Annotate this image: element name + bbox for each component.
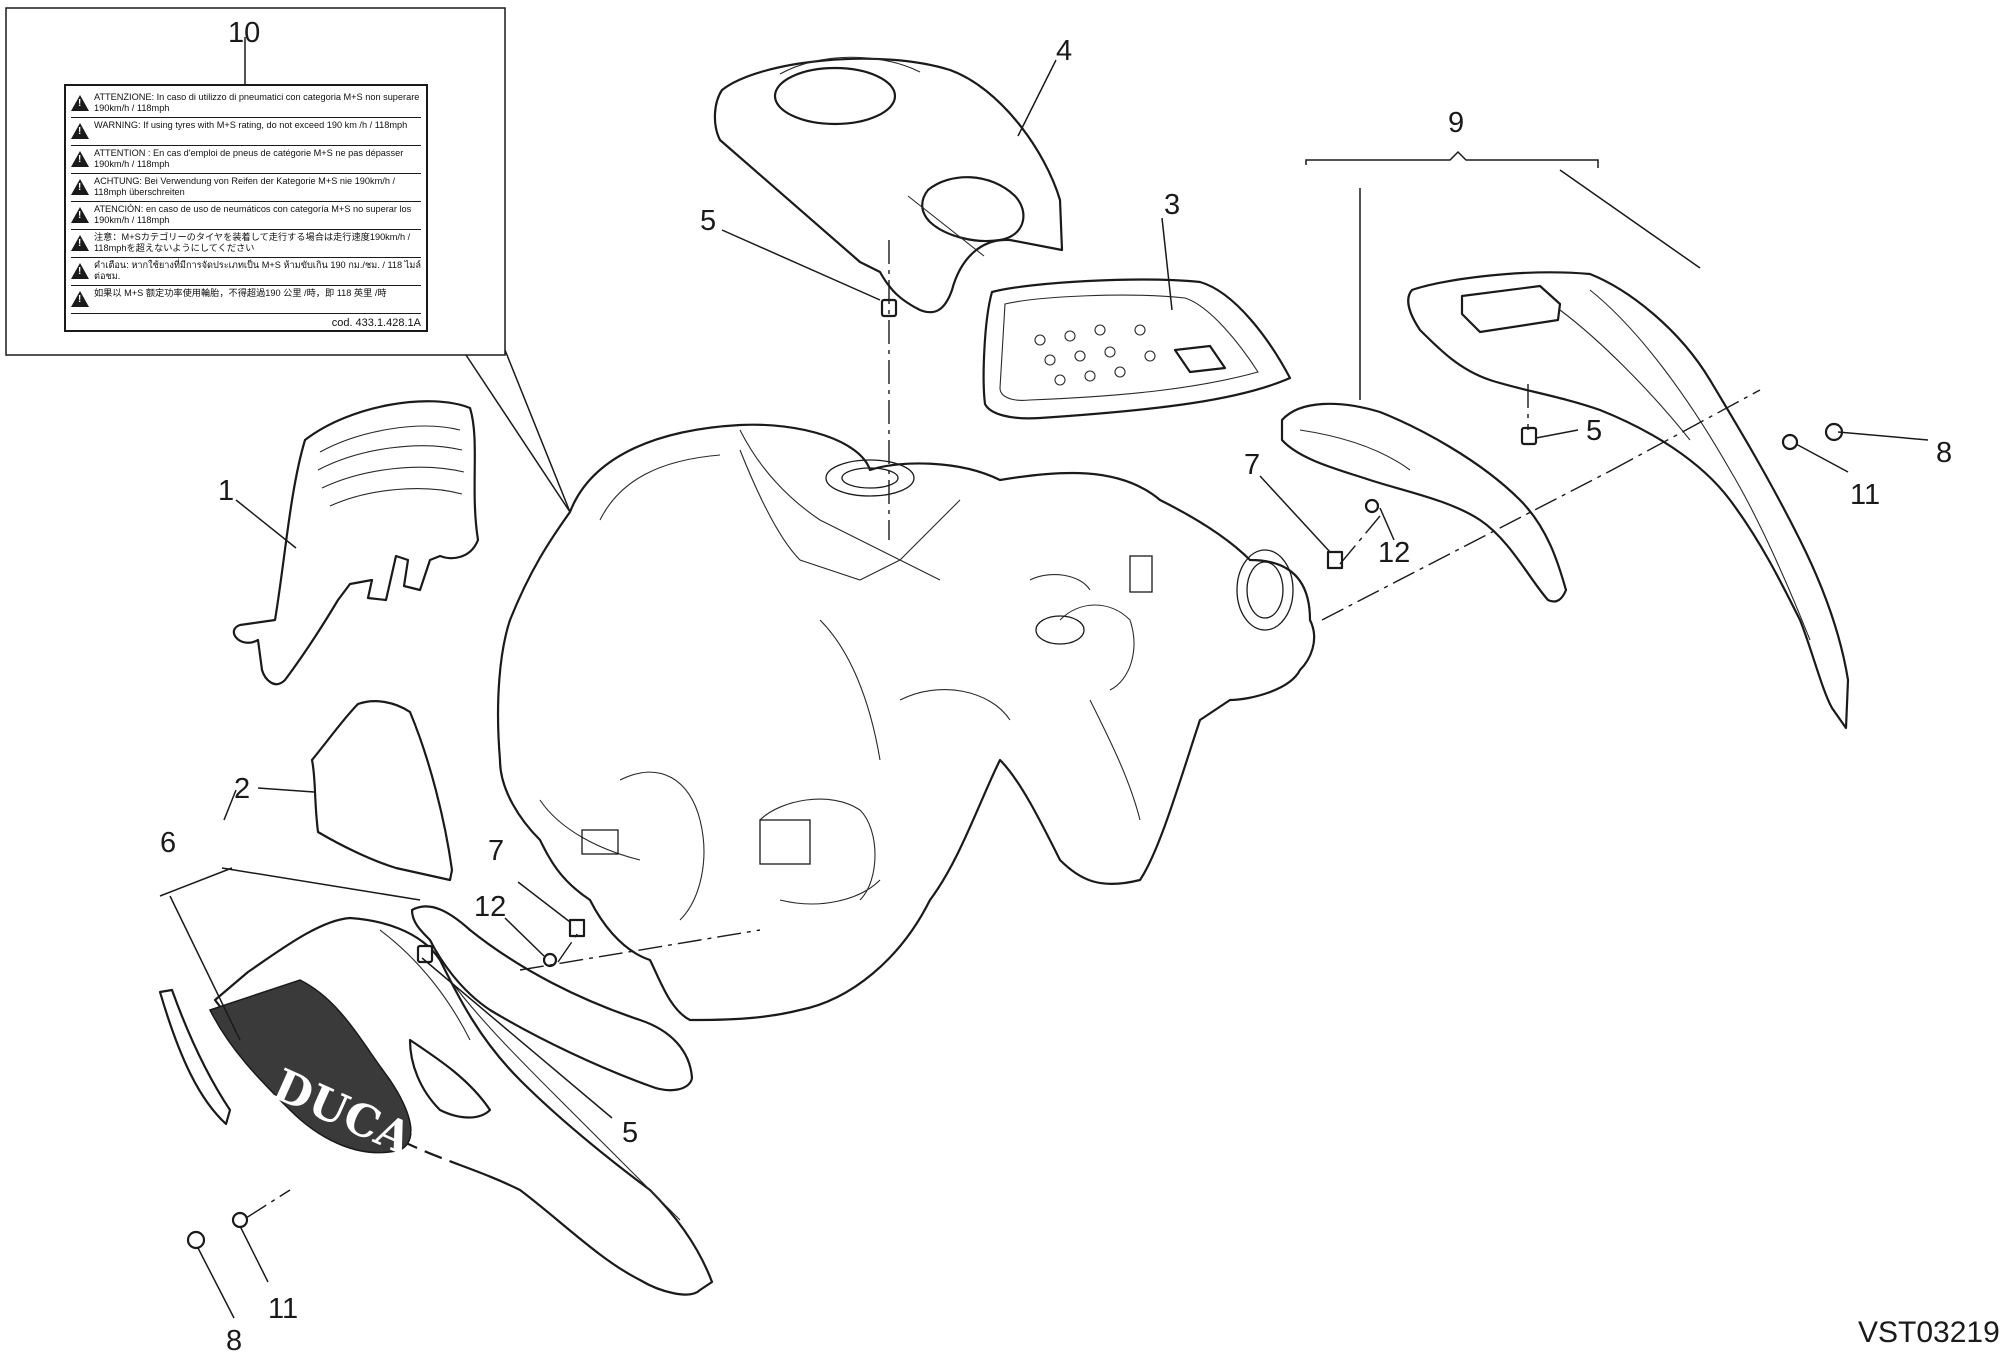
warning-row: ATTENZIONE: In caso di utilizzo di pneum…: [71, 90, 421, 118]
part-9-upper-fairing-left: [1280, 402, 1568, 603]
drawing-reference-code: VST03219: [1858, 1316, 2000, 1349]
part-2-side-panel: [310, 700, 454, 882]
part-8-screw-left: [186, 1230, 206, 1250]
part-9-upper-fairing-right: [1407, 271, 1850, 730]
callout-10: 10: [228, 17, 260, 49]
callout-numbers: 10 4 9 3 5 1 5 8 7 11 12 2 6 7 12 5 11 8: [160, 17, 1952, 1357]
part-12-washer-left: [542, 952, 558, 968]
part-5-clip-right: [1520, 426, 1538, 446]
warning-triangle-icon: [71, 95, 89, 111]
part-6-lower-fairing: DUCATI: [158, 916, 714, 1296]
warning-row: ATTENTION : En cas d'emploi de pneus de …: [71, 146, 421, 174]
part-11-grommet-right: [1781, 433, 1799, 451]
callout-1: 1: [218, 475, 234, 507]
warning-row: 如果以 M+S 额定功率使用輪胎，不得超過190 公里 /時，即 118 英里 …: [71, 286, 421, 314]
warning-triangle-icon: [71, 263, 89, 279]
callout-8-left: 8: [226, 1325, 242, 1357]
warning-row: ATENCIÓN: en caso de uso de neumáticos c…: [71, 202, 421, 230]
part-11-grommet-left: [231, 1211, 249, 1229]
callout-7-left: 7: [488, 835, 504, 867]
warning-triangle-icon: [71, 291, 89, 307]
part-4-tank-cover: [713, 56, 1064, 314]
label-inset-frame: [5, 7, 571, 513]
warning-row: คำเตือน: หากใช้ยางที่มีการจัดประเภทเป็น …: [71, 258, 421, 286]
fuel-tank-body: [496, 423, 1316, 1022]
callout-6: 6: [160, 827, 176, 859]
callout-2: 2: [234, 773, 250, 805]
part-1-side-pad: [232, 400, 480, 686]
callout-8-right: 8: [1936, 437, 1952, 469]
warning-triangle-icon: [71, 151, 89, 167]
leader-lines: [159, 37, 1929, 1319]
callout-12-right: 12: [1378, 537, 1410, 569]
warning-row: WARNING: If using tyres with M+S rating,…: [71, 118, 421, 146]
callout-12-left: 12: [474, 891, 506, 923]
callout-11-right: 11: [1850, 479, 1880, 511]
callout-4: 4: [1056, 35, 1072, 67]
callout-5-right: 5: [1586, 415, 1602, 447]
part-3-tank-pad: [982, 278, 1292, 420]
part-5-clip-left: [416, 944, 434, 964]
warning-triangle-icon: [71, 123, 89, 139]
part-7-nut-right: [1326, 550, 1344, 570]
warning-triangle-icon: [71, 207, 89, 223]
part-7-nut-left: [568, 918, 586, 938]
part-10-warning-label: ATTENZIONE: In caso di utilizzo di pneum…: [64, 84, 428, 332]
fastener-group: [186, 298, 1844, 1250]
callout-5-top: 5: [700, 205, 716, 237]
callout-3: 3: [1164, 189, 1180, 221]
callout-5-left: 5: [622, 1117, 638, 1149]
label-part-code: cod. 433.1.428.1A: [331, 317, 421, 329]
warning-triangle-icon: [71, 235, 89, 251]
warning-row: 注意：M+Sカテゴリーのタイヤを装着して走行する場合は走行速度190km/h /…: [71, 230, 421, 258]
warning-triangle-icon: [71, 179, 89, 195]
part-6-inner-trim: [410, 905, 694, 1092]
part-12-washer-right: [1364, 498, 1380, 514]
warning-row: ACHTUNG: Bei Verwendung von Reifen der K…: [71, 174, 421, 202]
callout-7-right: 7: [1244, 449, 1260, 481]
callout-9: 9: [1448, 107, 1464, 139]
assembly-axes: [245, 240, 1761, 1219]
callout-11-left: 11: [268, 1293, 298, 1325]
